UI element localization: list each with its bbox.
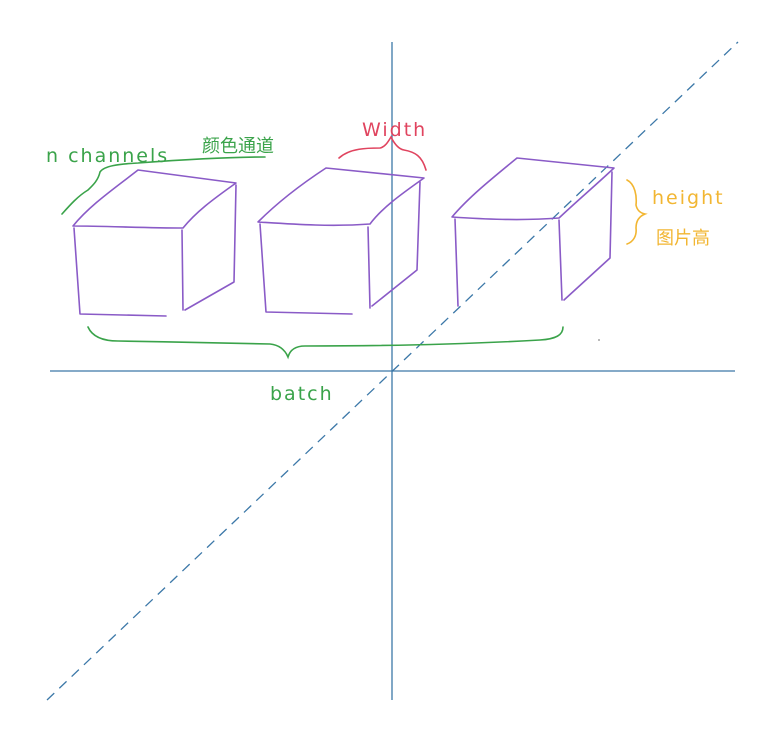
box-1-side-face	[184, 184, 237, 311]
n-channels-brace	[61, 156, 266, 215]
width-brace	[338, 135, 427, 171]
box-2-top-face	[257, 167, 425, 227]
box-1-front-face	[73, 227, 184, 317]
box-2	[257, 167, 425, 315]
batch-brace	[87, 326, 564, 360]
box-3	[451, 157, 615, 307]
box-3-side-face	[563, 171, 613, 301]
n-channels-cn-label: 颜色通道	[202, 136, 274, 157]
batch-label: batch	[270, 383, 334, 405]
box-1	[72, 169, 237, 317]
height-brace	[626, 179, 648, 245]
box-2-front-face	[259, 223, 371, 315]
box-3-front-face	[454, 218, 563, 307]
box-3-top-face	[451, 157, 615, 221]
box-2-side-face	[371, 181, 421, 307]
width-label: Width	[362, 119, 427, 141]
diagonal-dashed-axis	[46, 41, 739, 701]
box-1-top-face	[72, 169, 237, 229]
axes	[46, 41, 739, 701]
height-cn-label: 图片高	[656, 228, 710, 249]
stray-mark	[598, 339, 600, 341]
n-channels-label: n channels	[46, 145, 169, 167]
height-label: height	[652, 187, 725, 209]
